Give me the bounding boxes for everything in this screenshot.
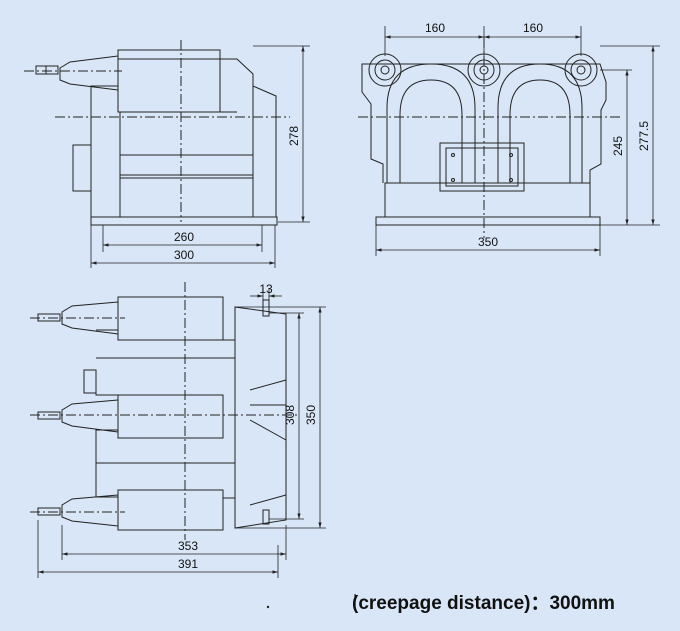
front-view xyxy=(24,40,290,226)
top-outer-width-label: 391 xyxy=(178,557,198,571)
top-view-dimensions xyxy=(37,288,326,578)
front-height-label: 278 xyxy=(287,126,301,146)
stray-mark xyxy=(266,605,270,609)
side-inner-height-label: 245 xyxy=(611,136,625,156)
side-view xyxy=(358,38,620,238)
front-inner-width-label: 260 xyxy=(174,230,194,244)
side-outer-height-label: 277.5 xyxy=(637,121,651,151)
side-width-label: 350 xyxy=(478,235,498,249)
top-inner-height-label: 308 xyxy=(283,405,297,425)
side-right-spacing-label: 160 xyxy=(523,21,543,35)
side-view-dimensions xyxy=(375,26,660,256)
top-view xyxy=(30,282,300,540)
front-outer-width-label: 300 xyxy=(174,248,194,262)
top-gap-label: 13 xyxy=(259,282,273,296)
creepage-caption: (creepage distance)：300mm xyxy=(352,593,615,614)
front-view-dimensions xyxy=(90,45,310,268)
side-left-spacing-label: 160 xyxy=(425,21,445,35)
top-outer-height-label: 350 xyxy=(304,405,318,425)
top-inner-width-label: 353 xyxy=(178,539,198,553)
